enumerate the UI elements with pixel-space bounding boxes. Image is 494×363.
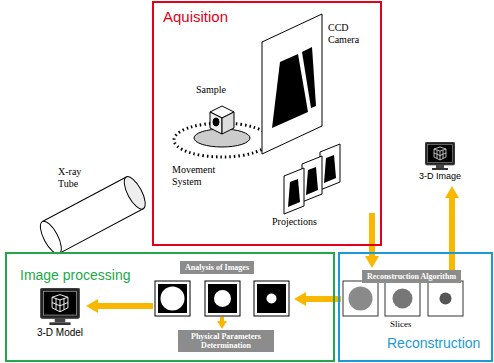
region-title: Reconstruction bbox=[387, 336, 480, 351]
region-title: Image processing bbox=[20, 268, 131, 283]
region-title: Aquisition bbox=[163, 9, 228, 26]
part-label: Projections bbox=[272, 216, 317, 228]
monitor-caption: 3-D Model bbox=[28, 327, 92, 338]
part-label: Slices bbox=[390, 319, 412, 329]
process-box: Analysis of Images bbox=[180, 261, 254, 274]
monitor-caption: 3-D Image bbox=[414, 172, 466, 182]
process-box: Physical Parameters Determination bbox=[178, 330, 274, 352]
monitor-icon bbox=[40, 288, 80, 325]
flow-arrow bbox=[369, 246, 375, 256]
projections bbox=[284, 144, 340, 214]
output-monitor: 3-D Image bbox=[414, 142, 466, 184]
flow-arrow bbox=[98, 303, 153, 309]
process-box: Reconstruction Algorithm bbox=[362, 270, 461, 283]
slice-images bbox=[343, 281, 463, 316]
box-text: Analysis of Images bbox=[185, 263, 249, 272]
acquisition-region: Aquisition bbox=[152, 1, 382, 246]
part-label: Movement System bbox=[172, 164, 234, 187]
processed-images bbox=[155, 281, 289, 316]
sample-cube bbox=[210, 106, 234, 134]
part-label: CCD Camera bbox=[328, 22, 378, 45]
box-text: Reconstruction Algorithm bbox=[367, 272, 456, 281]
flow-arrow bbox=[369, 213, 375, 247]
box-text: Physical Parameters Determination bbox=[183, 332, 269, 350]
part-label: X-ray Tube bbox=[58, 166, 98, 189]
output-monitor: 3-D Model bbox=[28, 288, 92, 340]
reconstruction-region: Reconstruction Reconstruction Algorithm bbox=[338, 252, 493, 362]
flow-arrow bbox=[306, 296, 341, 302]
flow-arrow bbox=[220, 317, 224, 321]
flow-arrow bbox=[449, 198, 455, 270]
part-label: Sample bbox=[196, 84, 226, 96]
x-ray-tube bbox=[36, 174, 149, 257]
processing-region: Image processing 3-D Model Analysis of Ima… bbox=[5, 252, 335, 362]
monitor-icon bbox=[425, 142, 455, 170]
ccd-camera bbox=[262, 14, 322, 154]
